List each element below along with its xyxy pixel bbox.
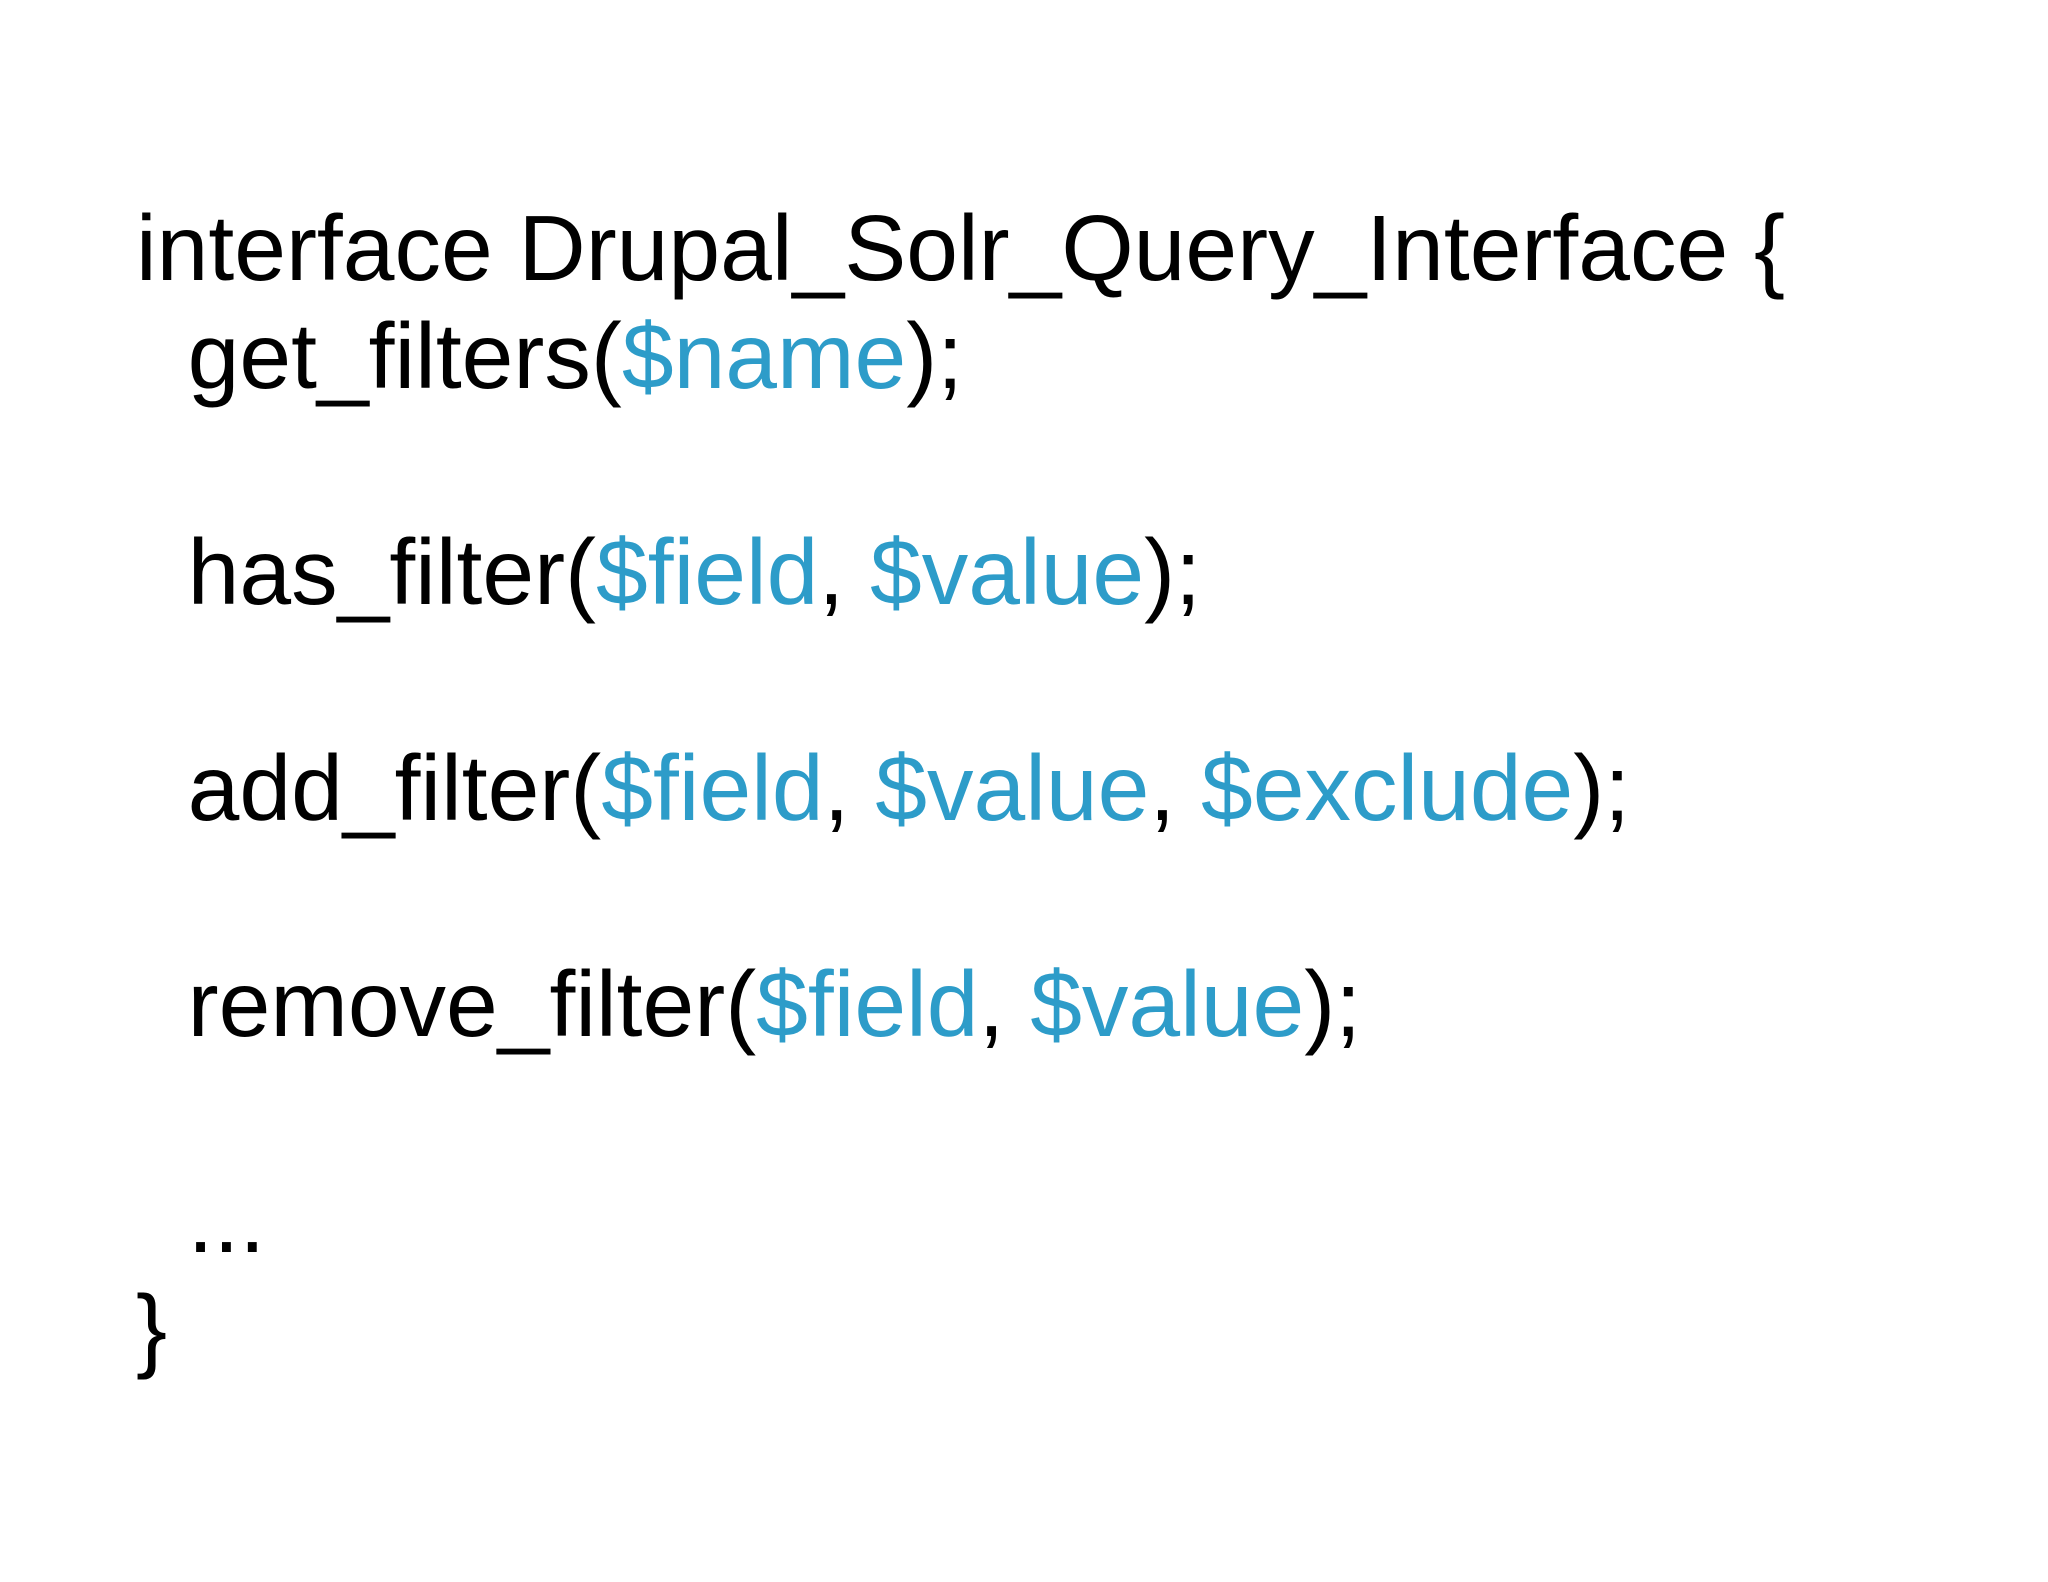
code-text: } [136, 1276, 168, 1380]
code-text: , [1149, 736, 1201, 840]
code-block: interface Drupal_Solr_Query_Interface { … [136, 194, 1785, 1382]
code-line: has_filter($field, $value); [136, 518, 1785, 626]
php-variable: $name [621, 304, 907, 408]
code-line-blank [136, 842, 1785, 950]
code-line: interface Drupal_Solr_Query_Interface { [136, 194, 1785, 302]
php-variable: $field [601, 736, 824, 840]
code-line: add_filter($field, $value, $exclude); [136, 734, 1785, 842]
code-line: } [136, 1274, 1785, 1382]
code-line: get_filters($name); [136, 302, 1785, 410]
php-variable: $value [875, 736, 1150, 840]
code-text: ); [906, 304, 964, 408]
code-text: has_filter( [136, 520, 597, 624]
php-variable: $field [596, 520, 819, 624]
php-variable: $value [870, 520, 1145, 624]
code-text: get_filters( [136, 304, 622, 408]
code-line-blank [136, 410, 1785, 518]
code-text: , [978, 952, 1031, 1056]
code-text: add_filter( [136, 736, 602, 840]
code-text: , [818, 520, 871, 624]
code-text: ); [1304, 952, 1362, 1056]
code-text: ); [1573, 736, 1631, 840]
code-line: remove_filter($field, $value); [136, 950, 1785, 1058]
code-line: ... [136, 1166, 1785, 1274]
code-line-blank [136, 1058, 1785, 1166]
code-text: ... [136, 1168, 266, 1272]
code-text: remove_filter( [136, 952, 757, 1056]
code-text: interface Drupal_Solr_Query_Interface { [136, 196, 1786, 300]
php-variable: $exclude [1201, 736, 1574, 840]
code-text: ); [1144, 520, 1201, 624]
php-variable: $value [1030, 952, 1305, 1056]
code-line-blank [136, 626, 1785, 734]
code-text: , [823, 736, 876, 840]
php-variable: $field [756, 952, 979, 1056]
